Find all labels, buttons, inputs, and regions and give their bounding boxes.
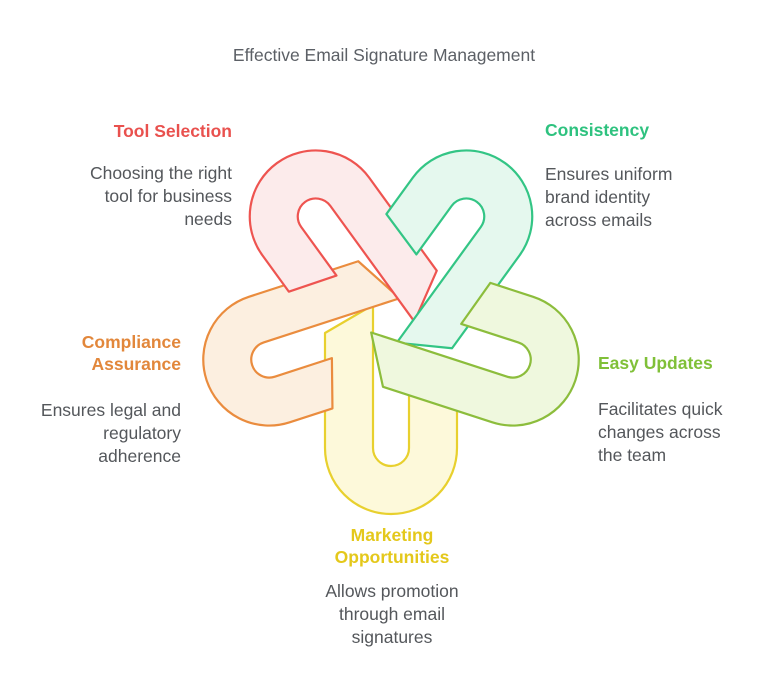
- section-tool-selection-description: Choosing the right tool for business nee…: [89, 163, 232, 229]
- section-compliance-assurance-heading: Compliance Assurance: [81, 332, 181, 374]
- section-consistency-heading: Consistency: [545, 120, 650, 140]
- knot-arm-consistency: [385, 149, 534, 350]
- section-marketing-opportunities-description: Allows promotion through email signature…: [325, 581, 459, 647]
- section-compliance-assurance-description: Ensures legal and regulatory adherence: [40, 400, 181, 466]
- knot-arm-tool-selection: [248, 149, 438, 323]
- knot-arm-compliance-assurance: [202, 260, 401, 427]
- section-easy-updates-description: Facilitates quick changes across the tea…: [598, 399, 723, 465]
- section-easy-updates-heading: Easy Updates: [598, 353, 713, 373]
- section-consistency-description: Ensures uniform brand identity across em…: [545, 164, 673, 230]
- section-tool-selection: Tool Selection Choosing the right tool f…: [20, 120, 232, 231]
- knot-arm-easy-updates: [370, 281, 580, 427]
- section-easy-updates: Easy Updates Facilitates quick changes a…: [598, 352, 768, 467]
- section-marketing-opportunities-heading: Marketing Opportunities: [334, 525, 450, 567]
- page-title: Effective Email Signature Management: [232, 45, 536, 65]
- section-compliance-assurance: Compliance Assurance Ensures legal and r…: [21, 331, 181, 468]
- knot-arm-marketing-opportunities: [323, 303, 459, 516]
- section-marketing-opportunities: Marketing Opportunities Allows promotion…: [277, 524, 507, 649]
- section-tool-selection-heading: Tool Selection: [113, 121, 232, 141]
- section-consistency: Consistency Ensures uniform brand identi…: [545, 119, 745, 232]
